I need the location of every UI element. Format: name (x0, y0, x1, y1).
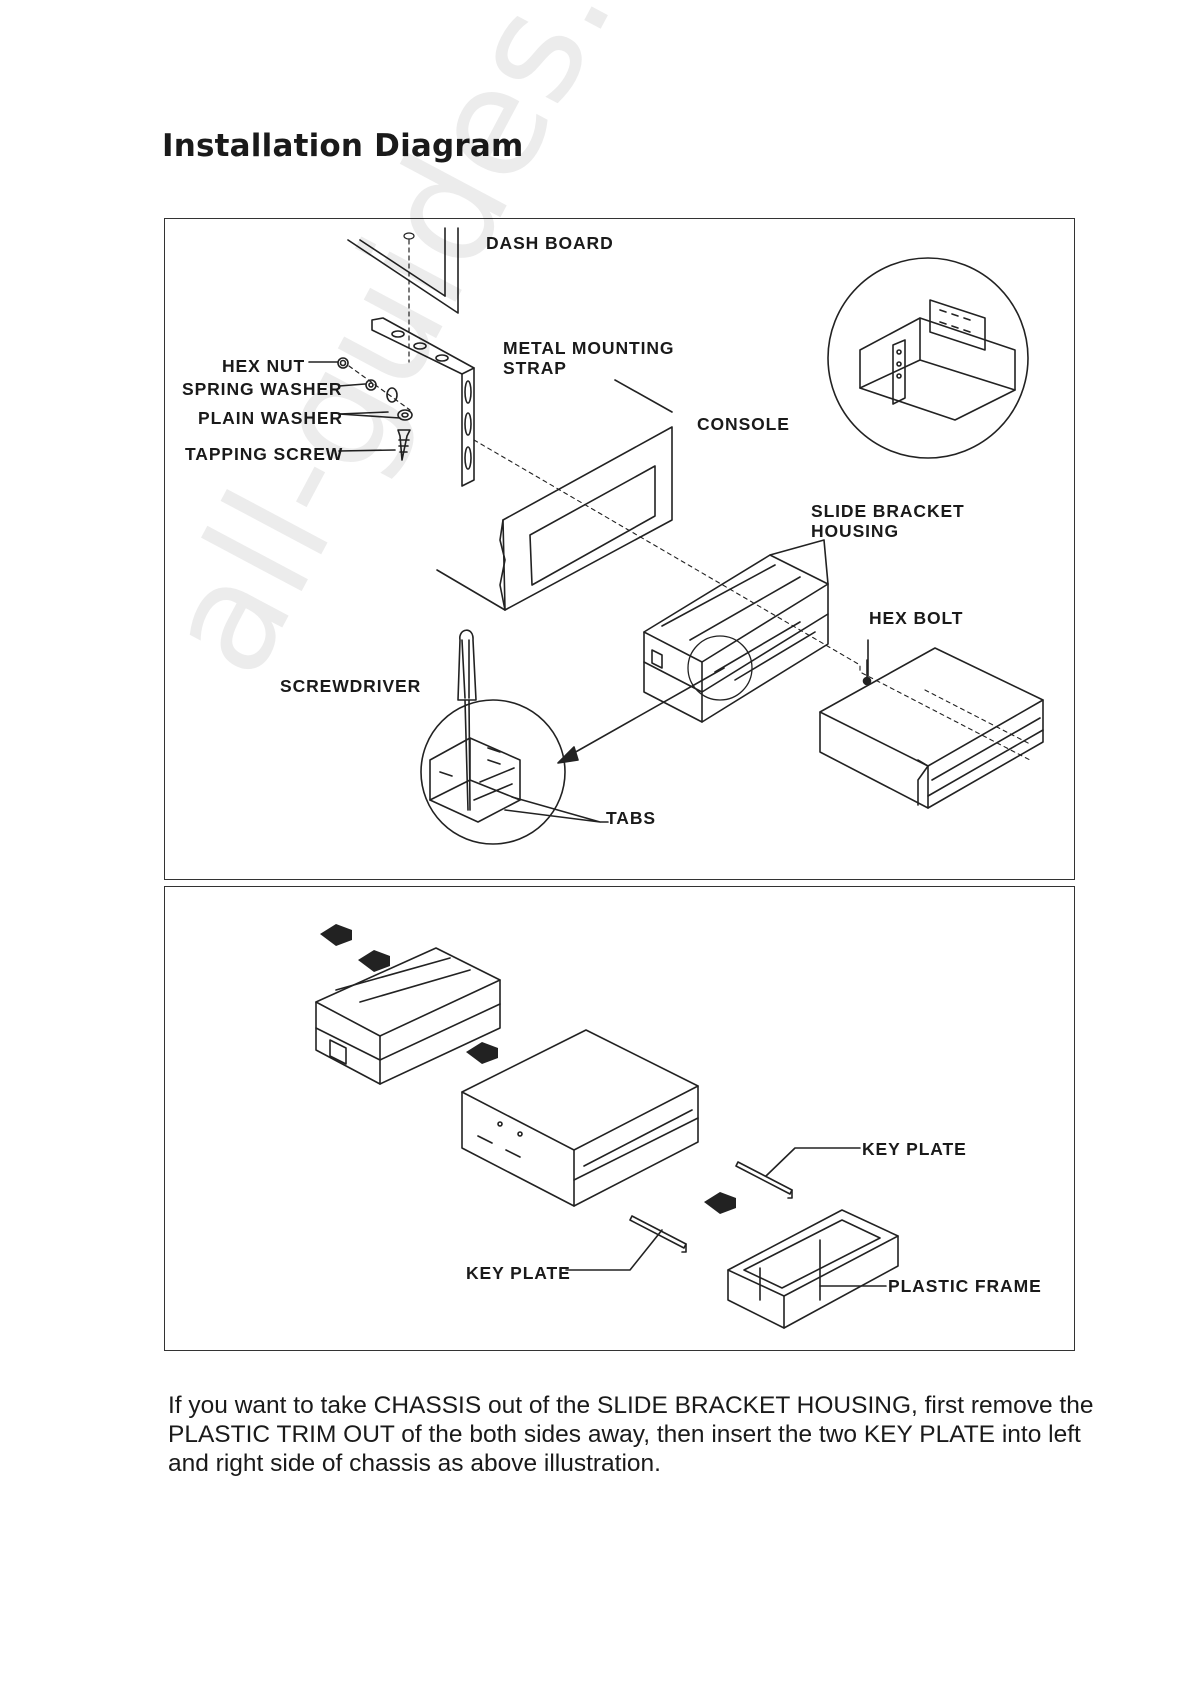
label-key-plate-right: KEY PLATE (862, 1139, 967, 1159)
screwdriver-illustration (457, 629, 477, 811)
plastic-frame-illustration (727, 1209, 899, 1329)
chassis-removal-diagram-panel (164, 886, 1075, 1351)
label-dash-board: DASH BOARD (486, 233, 614, 253)
label-spring-washer: SPRING WASHER (182, 379, 343, 399)
label-slide-bracket-housing: SLIDE BRACKET HOUSING (811, 501, 965, 541)
metal-mounting-strap-illustration (371, 317, 475, 487)
direction-arrows (320, 924, 736, 1214)
label-key-plate-left: KEY PLATE (466, 1263, 571, 1283)
slide-bracket-housing-illustration (643, 539, 829, 723)
label-hex-bolt: HEX BOLT (869, 608, 964, 628)
instruction-text: If you want to take CHASSIS out of the S… (168, 1392, 1094, 1477)
label-plain-washer: PLAIN WASHER (198, 408, 343, 428)
detail-magnifier-illustration (827, 257, 1029, 459)
label-screwdriver: SCREWDRIVER (280, 676, 422, 696)
fasteners-illustration (308, 357, 413, 461)
page-title: Installation Diagram (162, 128, 524, 164)
chassis-illustration (819, 647, 1044, 809)
label-tabs: TABS (606, 808, 656, 828)
console-illustration (436, 379, 673, 611)
label-plastic-frame: PLASTIC FRAME (888, 1276, 1042, 1296)
label-tapping-screw: TAPPING SCREW (185, 444, 344, 464)
key-plate-illustrations (565, 1147, 861, 1271)
chassis-bottom-illustration (461, 1029, 699, 1207)
label-hex-nut: HEX NUT (222, 356, 306, 376)
installation-diagram-panel (164, 218, 1075, 880)
tabs-magnifier-illustration (420, 699, 566, 845)
label-metal-mounting-strap: METAL MOUNTING STRAP (503, 338, 675, 378)
slide-bracket-housing-bottom-illustration (315, 947, 501, 1085)
dash-board-illustration (347, 227, 459, 314)
label-console: CONSOLE (697, 414, 790, 434)
